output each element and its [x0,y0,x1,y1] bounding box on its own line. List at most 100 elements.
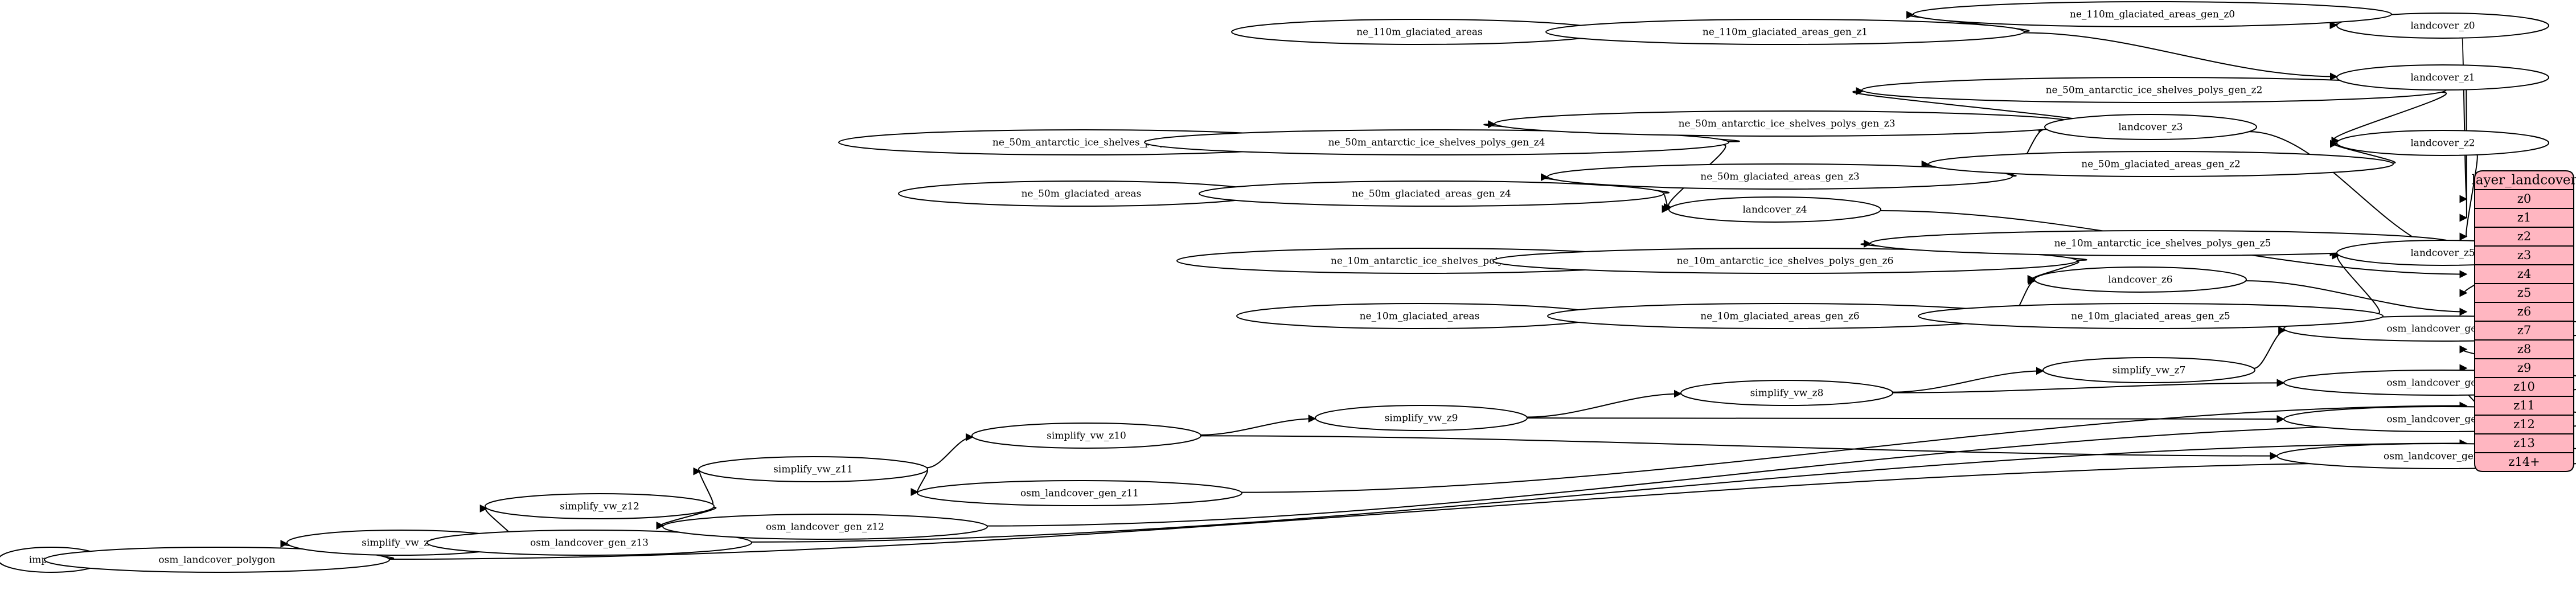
table-row-z2[interactable]: z2 [2517,229,2531,243]
node-shape[interactable] [971,423,1201,449]
node-shape[interactable] [426,530,752,556]
node-shape[interactable] [1913,1,2392,27]
table-row-z0[interactable]: z0 [2517,192,2531,206]
graph-node-landcover_z4[interactable]: landcover_z4 [1668,196,1881,223]
graph-node-landcover_z6[interactable]: landcover_z6 [2034,266,2247,293]
table-row-z8[interactable]: z8 [2517,342,2531,356]
table-row-z4[interactable]: z4 [2517,267,2531,281]
graph-node-ne_10m_glaciated_areas[interactable]: ne_10m_glaciated_areas [1236,303,1603,329]
node-shape[interactable] [2336,13,2549,39]
graph-node-osm_landcover_gen_z13[interactable]: osm_landcover_gen_z13 [426,530,752,556]
graph-node-ne_110m_glaciated_areas_gen_z0[interactable]: ne_110m_glaciated_areas_gen_z0 [1913,1,2392,27]
graph-node-ne_50m_antarctic_ice_shelves_polys_gen_z3[interactable]: ne_50m_antarctic_ice_shelves_polys_gen_z… [1494,110,2079,137]
graph-node-simplify_vw_z11[interactable]: simplify_vw_z11 [698,456,928,482]
graph-edge [910,469,928,496]
graph-node-simplify_vw_z8[interactable]: simplify_vw_z8 [1680,380,1893,406]
graph-edge [1200,415,1316,436]
node-label: ne_50m_glaciated_areas [1022,188,1142,200]
table-row-z14+[interactable]: z14+ [2508,455,2540,469]
node-label: ne_10m_glaciated_areas_gen_z5 [2071,311,2230,322]
graph-node-landcover_z3[interactable]: landcover_z3 [2044,114,2257,140]
table-row-z6[interactable]: z6 [2517,305,2531,318]
node-shape[interactable] [2042,357,2255,383]
node-shape[interactable] [1918,303,2384,329]
graph-node-ne_10m_antarctic_ice_shelves_polys_gen_z5[interactable]: ne_10m_antarctic_ice_shelves_polys_gen_z… [1870,230,2455,256]
graph-edge [2253,326,2287,369]
node-shape[interactable] [662,514,988,540]
node-shape[interactable] [1928,151,2394,177]
node-label: simplify_vw_z10 [1047,430,1126,442]
node-shape[interactable] [2336,130,2549,156]
graph-edge [1527,389,1682,418]
node-label: osm_landcover_gen_z9 [2386,414,2499,425]
node-shape[interactable] [485,493,715,519]
graph-node-ne_50m_glaciated_areas_gen_z4[interactable]: ne_50m_glaciated_areas_gen_z4 [1199,181,1664,207]
table-row-z3[interactable]: z3 [2517,248,2531,262]
graph-node-ne_50m_antarctic_ice_shelves_polys_gen_z4[interactable]: ne_50m_antarctic_ice_shelves_polys_gen_z… [1144,129,1729,155]
node-shape[interactable] [1315,405,1528,431]
node-shape[interactable] [1545,19,2025,45]
node-label: osm_landcover_gen_z10 [2384,451,2502,462]
graph-node-ne_10m_glaciated_areas_gen_z5[interactable]: ne_10m_glaciated_areas_gen_z5 [1918,303,2384,329]
graph-node-simplify_vw_z10[interactable]: simplify_vw_z10 [971,423,1201,449]
node-label: simplify_vw_z12 [560,501,639,512]
table-row-z7[interactable]: z7 [2517,323,2531,337]
node-shape[interactable] [698,456,928,482]
node-shape[interactable] [2034,266,2247,293]
graph-edge [2027,261,2079,283]
graph-node-ne_50m_glaciated_areas_gen_z2[interactable]: ne_50m_glaciated_areas_gen_z2 [1928,151,2394,177]
node-shape[interactable] [1680,380,1893,406]
graph-node-ne_110m_glaciated_areas_gen_z1[interactable]: ne_110m_glaciated_areas_gen_z1 [1545,19,2025,45]
node-label: simplify_vw_z8 [1750,388,1824,399]
graph-edge [1892,379,2285,393]
graph-edge [2329,140,2396,164]
table-row-z9[interactable]: z9 [2517,361,2531,375]
node-shape[interactable] [1144,129,1729,155]
graph-node-simplify_vw_z7[interactable]: simplify_vw_z7 [2042,357,2255,383]
graph-edge [2459,154,2478,241]
table-row-z12[interactable]: z12 [2513,417,2535,431]
node-label: osm_landcover_polygon [158,555,275,566]
node-shape[interactable] [1492,248,2078,274]
node-label: osm_landcover_gen_z12 [766,522,884,533]
graph-node-landcover_z1[interactable]: landcover_z1 [2336,64,2549,91]
table-row-z11[interactable]: z11 [2513,399,2535,412]
graph-node-landcover_z0[interactable]: landcover_z0 [2336,13,2549,39]
node-shape[interactable] [1668,196,1881,223]
node-label: landcover_z6 [2108,274,2172,286]
node-shape[interactable] [2044,114,2257,140]
table-row-z1[interactable]: z1 [2517,211,2531,224]
table-row-z13[interactable]: z13 [2513,436,2535,450]
graph-edge [2332,251,2380,314]
graph-node-ne_10m_antarctic_ice_shelves_polys_gen_z6[interactable]: ne_10m_antarctic_ice_shelves_polys_gen_z… [1492,248,2078,274]
table-row-z5[interactable]: z5 [2517,286,2531,300]
graph-node-simplify_vw_z12[interactable]: simplify_vw_z12 [485,493,715,519]
node-shape[interactable] [1547,163,2013,190]
node-label: ne_50m_glaciated_areas_gen_z4 [1352,188,1511,200]
graph-node-ne_50m_antarctic_ice_shelves_polys_gen_z2[interactable]: ne_50m_antarctic_ice_shelves_polys_gen_z… [1861,77,2447,103]
node-label: ne_10m_antarctic_ice_shelves_polys_gen_z… [2054,238,2271,249]
graph-edge [693,467,714,505]
graph-node-osm_landcover_gen_z12[interactable]: osm_landcover_gen_z12 [662,514,988,540]
graph-node-osm_landcover_gen_z11[interactable]: osm_landcover_gen_z11 [917,480,1242,506]
graph-edge [751,439,2468,543]
node-label: ne_10m_antarctic_ice_shelves_polys_gen_z… [1677,256,1894,267]
node-label: osm_landcover_gen_z11 [1020,488,1139,499]
graph-node-ne_110m_glaciated_areas[interactable]: ne_110m_glaciated_areas [1231,19,1608,45]
node-label: ne_10m_glaciated_areas [1360,311,1480,322]
node-label: simplify_vw_z13 [362,538,441,549]
graph-edge [1892,367,2044,393]
graph-node-ne_10m_glaciated_areas_gen_z6[interactable]: ne_10m_glaciated_areas_gen_z6 [1547,303,2013,329]
graph-node-ne_50m_glaciated_areas_gen_z3[interactable]: ne_50m_glaciated_areas_gen_z3 [1547,163,2013,190]
node-shape[interactable] [1199,181,1664,207]
node-label: ne_50m_antarctic_ice_shelves_polys_gen_z… [1328,137,1545,149]
graph-node-osm_landcover_polygon[interactable]: osm_landcover_polygon [44,547,390,573]
table-row-z10[interactable]: z10 [2513,380,2535,393]
node-shape[interactable] [2336,64,2549,91]
node-label: ne_50m_antarctic_ice_shelves_polys [992,137,1170,149]
graph-node-simplify_vw_z9[interactable]: simplify_vw_z9 [1315,405,1528,431]
node-shape[interactable] [917,480,1242,506]
node-label: ne_50m_glaciated_areas_gen_z2 [2081,159,2240,170]
node-shape[interactable] [44,547,390,573]
graph-node-landcover_z2[interactable]: landcover_z2 [2336,130,2549,156]
